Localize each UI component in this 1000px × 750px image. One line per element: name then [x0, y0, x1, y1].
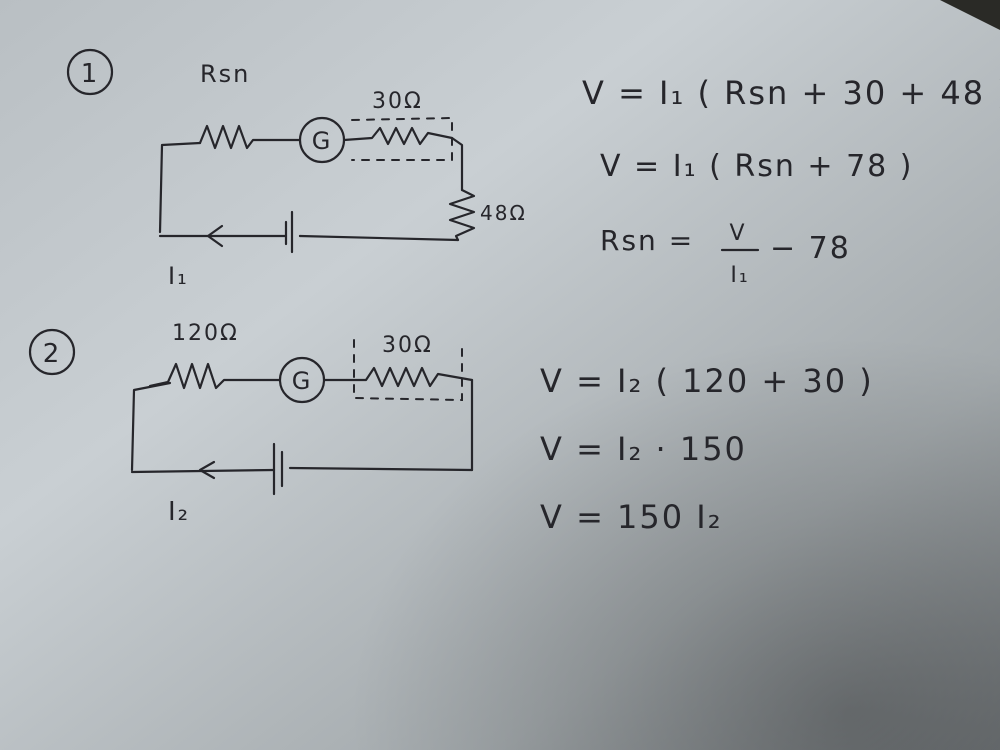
- wire-bottom-2: [288, 466, 474, 472]
- equation-1c: Rsn = V I₁ − 78: [600, 221, 851, 288]
- problem-1-circle: [66, 48, 114, 96]
- label-48-ohm: 48Ω: [480, 201, 527, 225]
- label-30-ohm-2: 30Ω: [382, 333, 433, 358]
- equation-1b: V = I₁ ( Rsn + 78 ): [600, 149, 914, 184]
- problem-1-number: 1: [81, 59, 100, 89]
- resistor-120-ohm: [148, 362, 282, 390]
- problem-2: 2 120Ω 30Ω G I₂ V = I₂ ( 120 + 30 ) V = …: [28, 321, 874, 536]
- label-current-1: I₁: [168, 262, 189, 290]
- equation-1c-lhs: Rsn =: [600, 224, 694, 257]
- problem-1: 1 Rsn 30Ω 48Ω G I₁ V = I₁ ( Rsn: [66, 48, 1000, 290]
- wire-bottom-1: [298, 234, 460, 242]
- label-rsn: Rsn: [200, 60, 250, 88]
- galvanometer-2-label: G: [292, 367, 313, 395]
- equation-1a: V = I₁ ( Rsn + 30 + 48 ): [582, 74, 1000, 112]
- equation-1c-tail: − 78: [770, 231, 851, 266]
- label-30-ohm-1: 30Ω: [372, 89, 423, 114]
- problem-2-circle: [28, 328, 76, 376]
- equation-1c-denominator: I₁: [730, 263, 749, 288]
- resistor-48-ohm: [448, 188, 476, 242]
- resistor-rsn: [198, 124, 302, 150]
- label-current-2: I₂: [168, 497, 190, 527]
- battery-1: [284, 210, 302, 254]
- equation-2b: V = I₂ · 150: [540, 430, 747, 468]
- resistor-30-ohm-1: [342, 126, 454, 146]
- label-120-ohm: 120Ω: [172, 321, 239, 346]
- current-arrow-2: [198, 460, 216, 480]
- problem-2-number: 2: [43, 339, 62, 369]
- circuit-1: Rsn 30Ω 48Ω G I₁: [158, 60, 527, 290]
- equation-1c-numerator: V: [729, 221, 746, 246]
- galvanometer-box-2: [353, 339, 463, 402]
- wire-right-1: [450, 136, 464, 192]
- current-arrow-1: [206, 224, 224, 248]
- equation-2a: V = I₂ ( 120 + 30 ): [540, 362, 874, 400]
- equation-2c: V = 150 I₂: [540, 498, 723, 536]
- wire-top-left-1: [158, 141, 202, 234]
- circuit-2: 120Ω 30Ω G I₂: [130, 321, 474, 527]
- galvanometer-1-label: G: [312, 127, 333, 155]
- resistor-30-ohm-2: [322, 366, 474, 388]
